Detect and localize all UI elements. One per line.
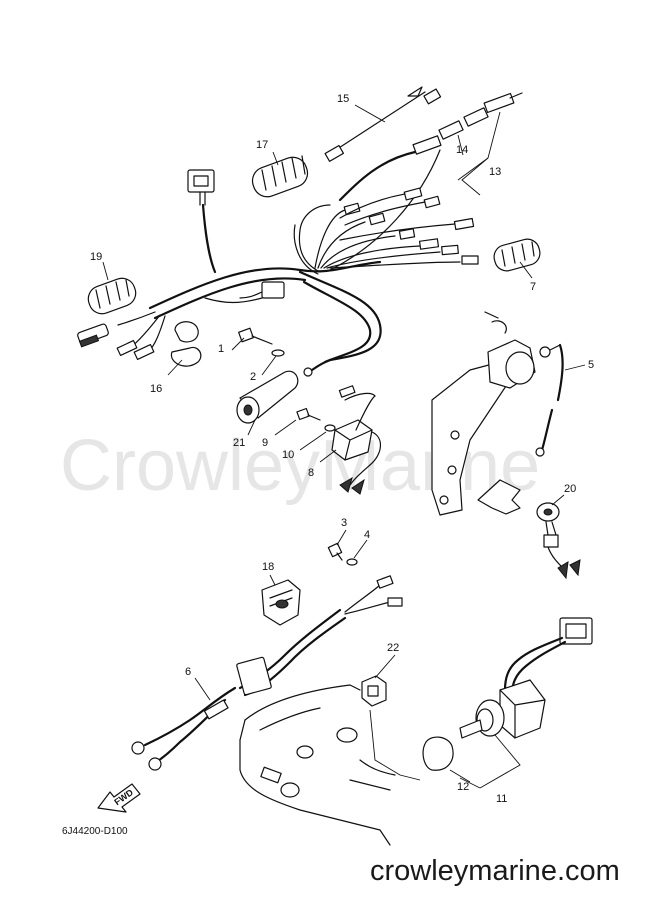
diagram-code: 6J44200-D100 [62, 826, 128, 837]
part-label-10[interactable]: 10 [282, 449, 294, 461]
part-5-20-drawing [431, 311, 581, 580]
part-label-9[interactable]: 9 [262, 437, 268, 449]
part-label-6[interactable]: 6 [185, 666, 191, 678]
part-label-12[interactable]: 12 [457, 781, 469, 793]
part-1-2-drawing [238, 327, 285, 357]
leader-lines [102, 104, 586, 789]
part-labels: 15 17 14 13 19 7 1 16 2 5 21 9 10 8 20 3… [90, 93, 594, 805]
site-url-link[interactable]: crowleymarine.com [370, 855, 620, 887]
part-21-drawing [236, 370, 299, 424]
part-16-drawing [170, 321, 202, 367]
part-11-12-drawing [422, 617, 593, 771]
part-label-8[interactable]: 8 [308, 467, 314, 479]
part-label-3[interactable]: 3 [341, 517, 347, 529]
part-19-drawing [87, 277, 137, 315]
part-8-9-10-drawing [296, 385, 381, 495]
part-label-4[interactable]: 4 [364, 529, 370, 541]
part-label-22[interactable]: 22 [387, 642, 399, 654]
part-18-drawing [261, 579, 301, 626]
part-label-16[interactable]: 16 [150, 383, 162, 395]
part-label-14[interactable]: 14 [456, 144, 468, 156]
part-6-drawing [131, 575, 403, 771]
part-label-17[interactable]: 17 [256, 139, 268, 151]
part-15-drawing [324, 86, 442, 162]
part-label-11[interactable]: 11 [496, 793, 507, 805]
part-label-21[interactable]: 21 [233, 437, 245, 449]
part-label-13[interactable]: 13 [489, 166, 501, 178]
part-22-drawing [361, 675, 387, 707]
part-label-2[interactable]: 2 [250, 371, 256, 383]
part-label-5[interactable]: 5 [588, 359, 594, 371]
part-label-20[interactable]: 20 [564, 483, 576, 495]
main-harness-drawing [77, 135, 479, 377]
part-13-14-drawing [438, 92, 523, 140]
part-3-4-drawing [327, 542, 358, 566]
part-label-1[interactable]: 1 [218, 343, 224, 355]
fwd-arrow: FWD [97, 783, 141, 813]
cowling-drawing [239, 684, 396, 846]
part-label-19[interactable]: 19 [90, 251, 102, 263]
part-17-drawing [251, 155, 309, 198]
part-label-7[interactable]: 7 [530, 281, 536, 293]
part-7-drawing [493, 238, 541, 272]
part-label-18[interactable]: 18 [262, 561, 274, 573]
part-label-15[interactable]: 15 [337, 93, 349, 105]
